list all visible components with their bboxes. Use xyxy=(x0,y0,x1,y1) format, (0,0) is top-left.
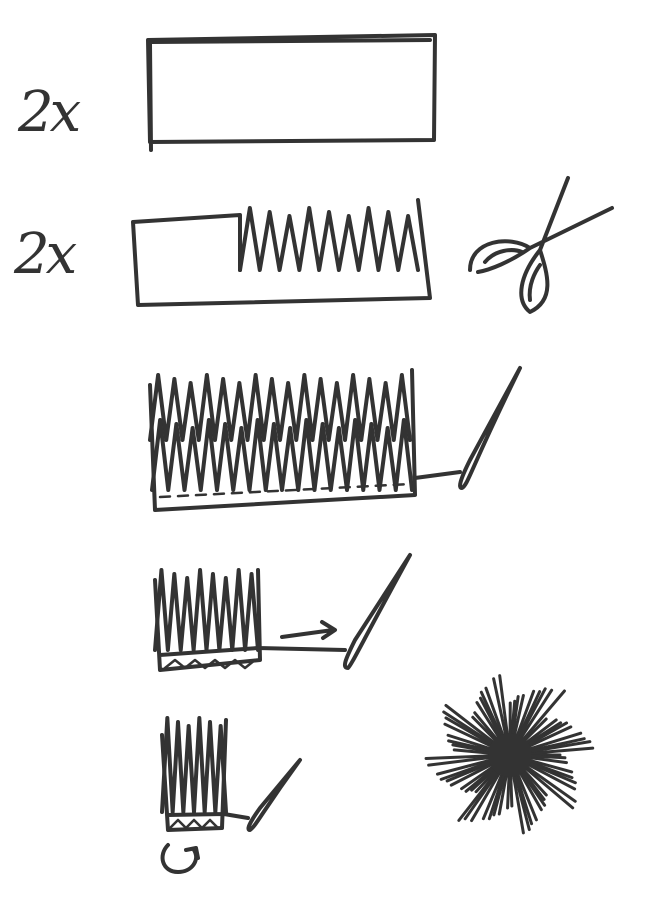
scissors-icon xyxy=(468,176,614,314)
step5-rolled-strip xyxy=(160,716,302,832)
pompom-center xyxy=(488,733,532,777)
step1-plain-strip xyxy=(146,33,437,152)
pompom-icon xyxy=(424,674,595,835)
arrow-right-icon xyxy=(280,620,337,640)
step2-multiplier: 2x xyxy=(14,222,77,287)
needle-icon-2 xyxy=(342,553,412,670)
needle-icon xyxy=(458,366,522,490)
rotate-icon xyxy=(160,843,200,874)
step4-rolling-strip xyxy=(153,568,347,672)
step2-fringed-strip xyxy=(131,198,432,307)
step1-multiplier: 2x xyxy=(18,80,81,145)
step3-stacked-strips xyxy=(148,368,462,512)
